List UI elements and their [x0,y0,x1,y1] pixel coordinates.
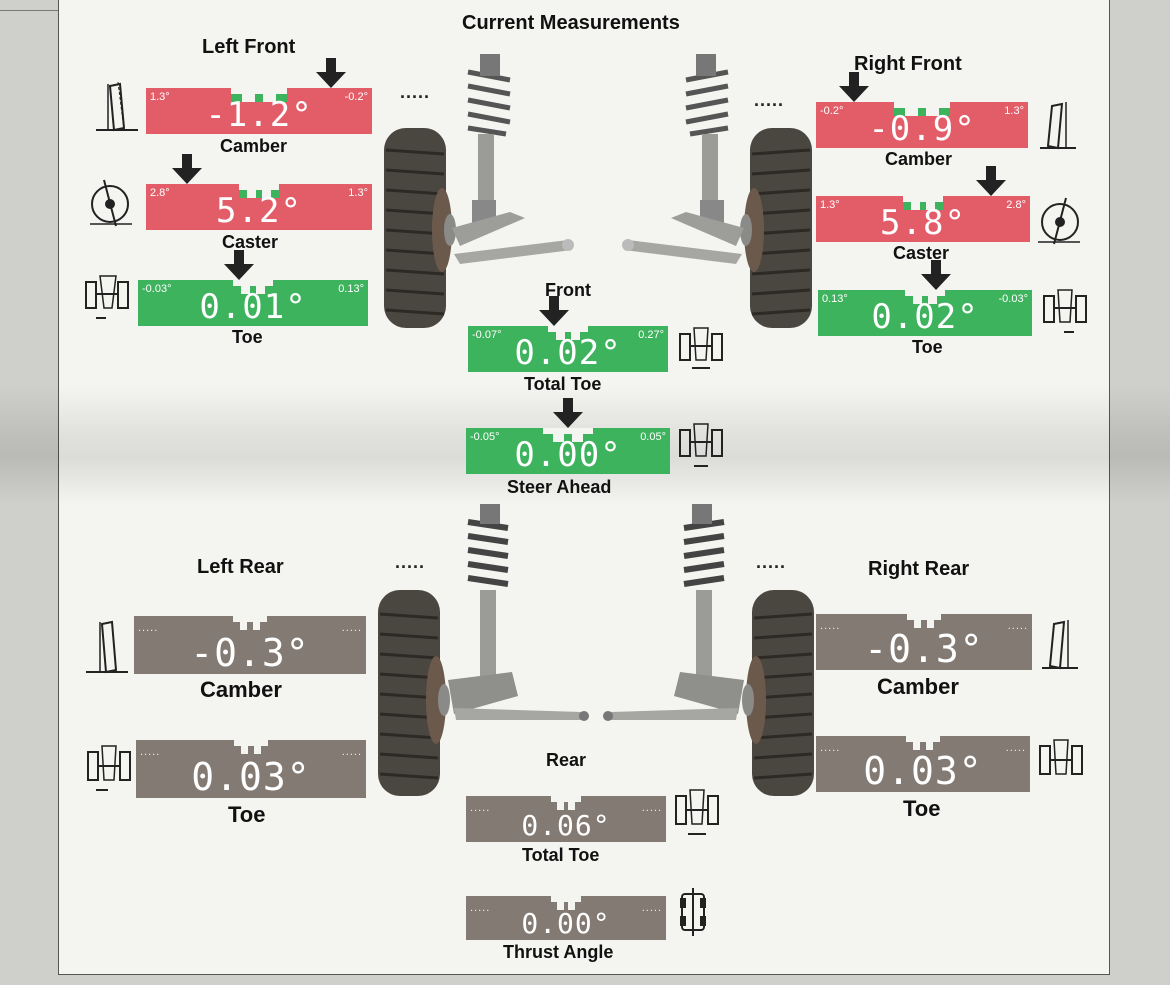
right-rear-camber-label: Camber [877,674,959,699]
left-front-camber-label: Camber [220,136,288,156]
left-rear-toe-value: 0.03° [191,755,311,799]
rear-total-toe-icon [675,789,719,835]
right-rear-toe-gauge: ..... ..... 0.03° [816,736,1030,792]
right-rear-toe-label: Toe [903,796,941,821]
left-rear-camber-value: -0.3° [190,631,310,675]
rear-total-toe-gauge: ..... ..... 0.06° [466,796,666,842]
left-rear-ellipsis: ..... [395,552,426,572]
left-front-camber-gauge: 1.3° -0.2° -1.2° [146,88,372,134]
right-front-camber-gauge: -0.2° 1.3° -0.9° [816,102,1028,148]
right-rear-camber-value: -0.3° [864,627,984,671]
right-front-suspension-illustration [622,54,812,328]
thrust-angle-value: 0.00° [521,907,611,940]
right-rear-camber-gauge: ..... ..... -0.3° [816,614,1032,670]
left-front-caster-max: 1.3° [348,187,368,199]
left-rear-title: Left Rear [197,556,284,578]
right-front-camber-max: 1.3° [1004,105,1024,117]
rear-axle-label: Rear [546,750,587,770]
steer-ahead-value: 0.00° [514,435,622,475]
left-rear-toe-icon [87,745,131,791]
left-rear-camber-max: ..... [341,622,362,634]
right-rear-camber-max: ..... [1007,620,1028,632]
left-rear-suspension-illustration [378,504,589,796]
right-front-toe-max: -0.03° [998,293,1028,305]
left-rear-camber-min: ..... [138,622,159,634]
left-front-toe-value: 0.01° [199,287,307,327]
left-rear-toe-max: ..... [341,746,362,758]
right-rear-toe-max: ..... [1005,742,1026,754]
thrust-angle-icon [680,888,706,936]
rear-total-toe-label: Total Toe [522,845,600,865]
left-front-caster-gauge: 2.8° 1.3° 5.2° [146,184,372,230]
left-front-caster-value: 5.2° [216,191,302,231]
front-total-toe-min: -0.07° [472,329,502,341]
left-front-ellipsis: ..... [400,82,431,102]
left-rear-camber-label: Camber [200,677,282,702]
left-front-toe-min: -0.03° [142,283,172,295]
steer-ahead-min: -0.05° [470,431,500,443]
thrust-angle-label: Thrust Angle [503,942,614,962]
right-rear-toe-value: 0.03° [863,749,983,793]
left-front-caster-label: Caster [222,232,279,252]
page-title: Current Measurements [462,12,680,34]
left-front-camber-max: -0.2° [344,91,368,103]
left-front-camber-icon [96,81,138,132]
right-front-camber-value: -0.9° [868,109,976,149]
left-front-camber-min: 1.3° [150,91,170,103]
left-front-title: Left Front [202,36,296,58]
left-rear-toe-label: Toe [228,802,266,827]
left-rear-camber-icon [86,620,128,674]
right-front-camber-min: -0.2° [820,105,844,117]
right-front-caster-gauge: 1.3° 2.8° 5.8° [816,196,1030,242]
right-front-caster-min: 1.3° [820,199,840,211]
thrust-angle-min: ..... [470,902,491,914]
rear-total-toe-min: ..... [470,802,491,814]
right-front-caster-max: 2.8° [1006,199,1026,211]
right-rear-suspension-illustration [603,504,814,796]
right-front-camber-label: Camber [885,149,953,169]
steer-ahead-max: 0.05° [640,431,666,443]
left-rear-toe-gauge: ..... ..... 0.03° [136,740,366,798]
right-front-ellipsis: ..... [754,90,785,110]
right-front-title: Right Front [854,53,962,75]
left-rear-camber-gauge: ..... ..... -0.3° [134,616,366,674]
right-rear-toe-min: ..... [820,742,841,754]
front-total-toe-icon [679,327,723,369]
left-front-suspension-illustration [384,54,574,328]
rear-total-toe-max: ..... [641,802,662,814]
left-front-toe-max: 0.13° [338,283,364,295]
left-front-toe-label: Toe [232,327,263,347]
right-front-toe-gauge: 0.13° -0.03° 0.02° [818,290,1032,336]
right-front-caster-value: 5.8° [880,203,966,243]
right-front-caster-label: Caster [893,243,950,263]
right-front-toe-min: 0.13° [822,293,848,305]
right-front-toe-icon [1043,289,1087,333]
right-rear-ellipsis: ..... [756,552,787,572]
thrust-angle-gauge: ..... ..... 0.00° [466,896,666,940]
right-rear-camber-icon [1042,620,1078,670]
right-front-camber-icon [1040,102,1076,150]
left-front-toe-gauge: -0.03° 0.13° 0.01° [138,280,368,326]
left-rear-toe-min: ..... [140,746,161,758]
left-front-caster-icon [90,179,132,227]
front-total-toe-gauge: -0.07° 0.27° 0.02° [468,326,668,372]
right-rear-toe-icon [1039,739,1083,775]
right-front-toe-label: Toe [912,337,943,357]
front-axle-label: Front [545,280,591,300]
thrust-angle-max: ..... [641,902,662,914]
front-total-toe-max: 0.27° [638,329,664,341]
steer-ahead-icon [679,423,723,467]
left-front-caster-min: 2.8° [150,187,170,199]
steer-ahead-gauge: -0.05° 0.05° 0.00° [466,428,670,474]
right-rear-camber-min: ..... [820,620,841,632]
left-front-camber-value: -1.2° [205,95,313,135]
steer-ahead-label: Steer Ahead [507,477,612,497]
front-total-toe-label: Total Toe [524,374,602,394]
left-front-toe-icon [85,275,129,319]
right-front-caster-icon [1038,197,1080,245]
front-total-toe-value: 0.02° [514,333,622,373]
rear-total-toe-value: 0.06° [521,809,611,842]
right-front-toe-value: 0.02° [871,297,979,337]
right-rear-title: Right Rear [868,558,970,580]
